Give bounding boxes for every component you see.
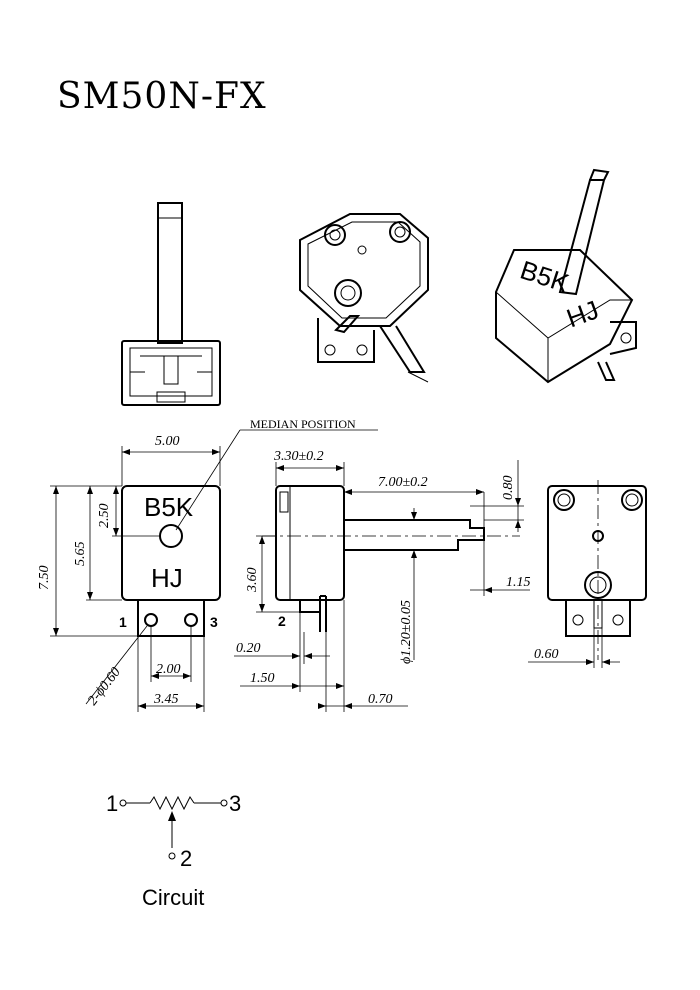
dim-pin-span: 3.45 [153,692,179,707]
circuit-symbol [119,795,228,860]
dim-shaft-length: 7.00±0.2 [378,475,428,490]
median-leader-arrow [175,429,241,531]
dim-center-height: 3.60 [245,568,260,594]
rear-perspective-view [299,213,429,383]
dim-width: 5.00 [155,434,180,449]
pin-1-label: 1 [119,614,127,630]
dim-center-from-top: 2.50 [97,504,112,529]
circuit-pin-2: 2 [180,846,192,871]
dim-shaft-offset: 0.80 [501,476,516,501]
front-perspective-view: B5K HJ [495,168,637,384]
dim-shaft-diameter: ϕ1.20±0.05 [399,600,414,664]
dim-tip: 1.15 [506,575,531,590]
dim-lead-thickness: 0.20 [236,641,261,656]
part-number-title: SM50N-FX [57,76,267,117]
front-view: B5K HJ 1 3 [119,485,221,637]
rear-view [547,485,647,637]
dim-pin-pitch: 2.00 [156,662,181,677]
dim-rear-pin: 0.60 [534,647,559,662]
perspective-brand-marking: HJ [563,294,603,333]
circuit-label: Circuit [142,885,204,910]
rear-dimensions [528,628,620,668]
pin-3-label: 3 [210,614,218,630]
shaft-up-view [121,202,221,406]
circuit-pin-3: 3 [229,791,241,816]
dim-height-total: 7.50 [37,566,52,591]
front-dimensions [50,446,221,712]
dim-pin-hole: 2-ϕ0.60 [85,665,124,708]
circuit-pin-1: 1 [106,791,118,816]
side-pin-2-label: 2 [278,613,286,629]
median-position-label: MEDIAN POSITION [250,417,356,431]
dim-shaft-step: 0.70 [368,692,393,707]
front-brand-marking: HJ [151,563,183,593]
side-dimensions [234,460,530,712]
dim-depth: 3.30±0.2 [273,449,324,464]
dim-height-body: 5.65 [73,542,88,567]
front-resistance-marking: B5K [144,492,194,522]
side-view: 2 [275,485,485,632]
dim-lead-offset: 1.50 [250,671,275,686]
